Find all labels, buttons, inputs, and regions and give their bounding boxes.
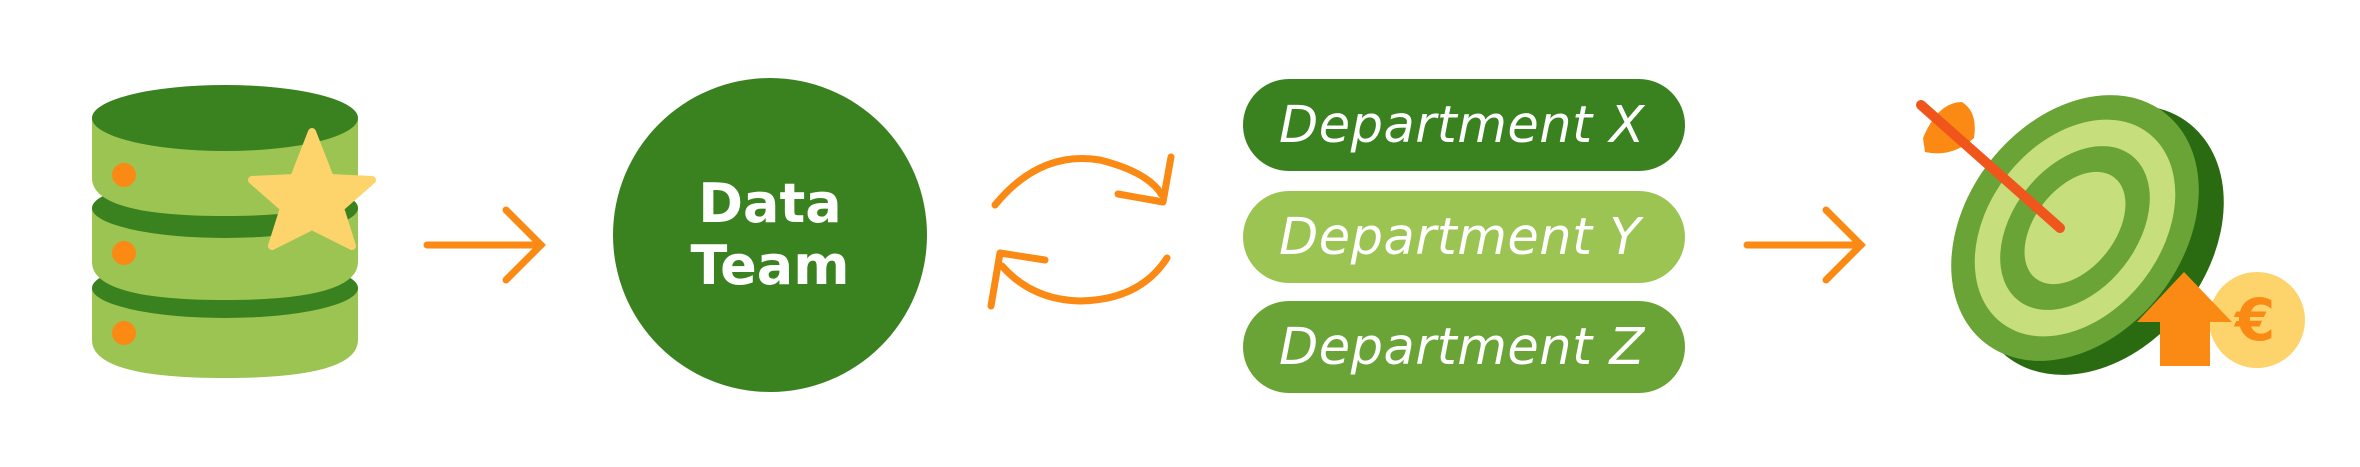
star-icon bbox=[248, 128, 376, 250]
euro-coin-icon: € bbox=[2209, 272, 2305, 368]
refresh-cycle-icon bbox=[987, 153, 1175, 310]
status-dot bbox=[112, 321, 136, 345]
team-label-line1: Data bbox=[698, 172, 842, 235]
arrow-right-icon bbox=[1743, 206, 1866, 284]
status-dot bbox=[112, 241, 136, 265]
data-team-label: Data Team bbox=[610, 155, 930, 315]
arrow-right-icon bbox=[423, 206, 546, 284]
team-label-line2: Team bbox=[690, 234, 850, 297]
department-pill-z: Department Z bbox=[1243, 301, 1685, 393]
data-team-circle bbox=[613, 78, 927, 392]
up-arrow-icon bbox=[2137, 272, 2232, 366]
database-with-star-icon bbox=[92, 85, 376, 378]
status-dot bbox=[112, 163, 136, 187]
dart-shaft bbox=[1916, 100, 2065, 233]
department-pill-y: Department Y bbox=[1243, 191, 1685, 283]
department-pill-x: Department X bbox=[1243, 79, 1685, 171]
target-with-arrow-icon: € bbox=[1916, 95, 2305, 375]
currency-symbol: € bbox=[2233, 286, 2275, 354]
